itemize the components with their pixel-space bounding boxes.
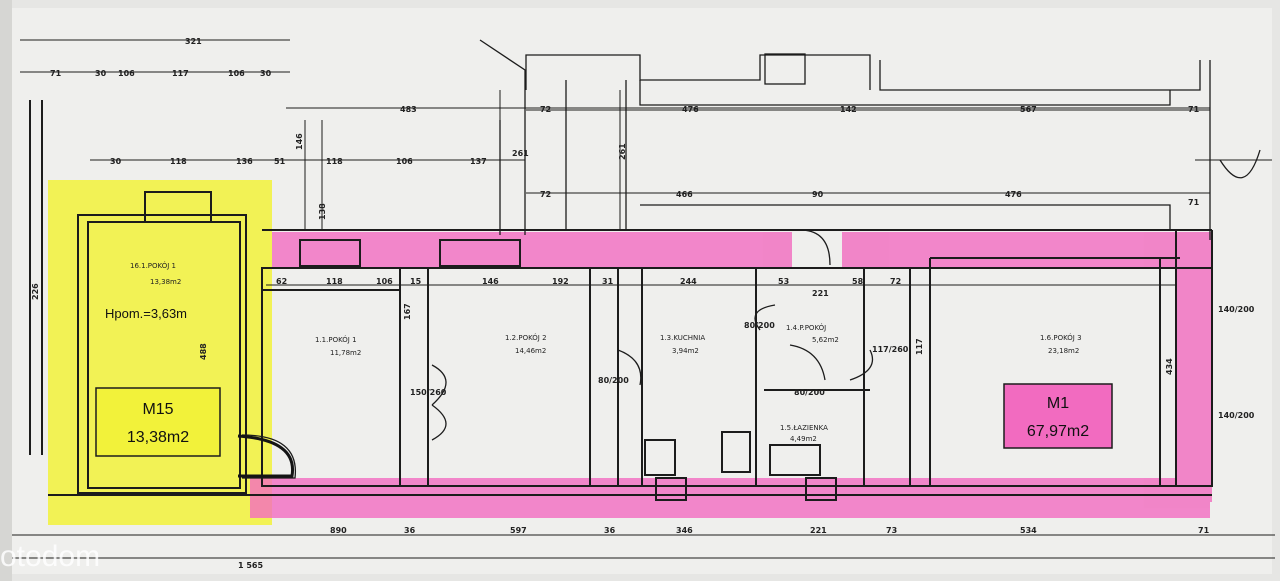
- unit-box-m15: M15 13,38m2: [95, 387, 221, 457]
- unit-title: M1: [1047, 395, 1069, 412]
- dim-label: 30: [110, 157, 122, 166]
- dim-label: 58: [852, 277, 864, 286]
- unit-area: 13,38m2: [127, 429, 189, 446]
- dim-label: 261: [618, 143, 627, 160]
- dim-label: 434: [1165, 358, 1174, 375]
- dim-label: 226: [31, 283, 40, 300]
- room-area: 11,78m2: [330, 349, 361, 357]
- dim-label: 80/200: [794, 388, 825, 397]
- dim-label: 567: [1020, 105, 1037, 114]
- door-arc-m15: [237, 434, 295, 478]
- dim-label: 36: [404, 526, 416, 535]
- room-area: 4,49m2: [790, 435, 817, 443]
- dim-label: 167: [403, 303, 412, 320]
- dim-label: 30: [95, 69, 107, 78]
- unit-title: M15: [142, 401, 173, 418]
- room-label: 1.3.KUCHNIA: [660, 334, 705, 342]
- paper-shadow-left: [0, 0, 12, 581]
- dim-label: 140/200: [1218, 305, 1255, 314]
- dim-label: 118: [170, 157, 187, 166]
- room-label: 1.6.POKÓJ 3: [1040, 333, 1082, 342]
- dim-label: 71: [50, 69, 62, 78]
- dim-label: 117: [915, 338, 924, 355]
- dim-label: 106: [376, 277, 393, 286]
- door-swings: [241, 229, 874, 479]
- room-label: 1.2.POKÓJ 2: [505, 333, 547, 342]
- dim-label: 140/200: [1218, 411, 1255, 420]
- dim-label: 476: [682, 105, 699, 114]
- dim-label: 244: [680, 277, 697, 286]
- dimension-lines: [12, 39, 1275, 559]
- dim-label: 80/200: [744, 321, 775, 330]
- dim-label: 466: [676, 190, 693, 199]
- dim-label: 346: [676, 526, 693, 535]
- dim-label: 136: [236, 157, 253, 166]
- dim-label: 1 565: [238, 561, 263, 570]
- room-area: 5,62m2: [812, 336, 839, 344]
- yellow-highlight-m15: [48, 180, 272, 525]
- room-label: 16.1.POKÓJ 1: [130, 261, 176, 270]
- dim-label: 261: [512, 149, 529, 158]
- room-label: 1.1.POKÓJ 1: [315, 335, 357, 344]
- room-area: 13,38m2: [150, 278, 181, 286]
- dim-label: 534: [1020, 526, 1037, 535]
- unit-area: 67,97m2: [1027, 423, 1089, 440]
- dim-label: 192: [552, 277, 569, 286]
- room-labels: 16.1.POKÓJ 1 13,38m2 1.1.POKÓJ 1 11,78m2…: [105, 261, 1082, 443]
- dim-label: 142: [840, 105, 857, 114]
- walls: [29, 100, 1213, 501]
- dim-label: 890: [330, 526, 347, 535]
- dim-label: 146: [295, 133, 304, 150]
- dim-label: 118: [326, 157, 343, 166]
- dim-label: 488: [199, 343, 208, 360]
- dim-label: 71: [1188, 105, 1200, 114]
- dimension-labels: 321 71 30 106 117 106 30 483 72 476 142 …: [31, 37, 1255, 570]
- dim-label: 117: [172, 69, 189, 78]
- dim-label: 53: [778, 277, 789, 286]
- dim-label: 36: [604, 526, 616, 535]
- dim-label: 51: [274, 157, 286, 166]
- room-label: 1.4.P.POKÓJ: [786, 323, 826, 332]
- dim-label: 72: [890, 277, 901, 286]
- dim-label: 31: [602, 277, 614, 286]
- dim-label: 71: [1198, 526, 1210, 535]
- dim-label: 106: [118, 69, 135, 78]
- room-area: 14,46m2: [515, 347, 546, 355]
- dim-label: 150/260: [410, 388, 447, 397]
- dim-label: 72: [540, 190, 551, 199]
- dim-label: 137: [470, 157, 487, 166]
- dim-label: 15: [410, 277, 422, 286]
- room-height: Hpom.=3,63m: [105, 306, 187, 321]
- room-label: 1.5.ŁAZIENKA: [780, 424, 828, 432]
- room-area: 23,18m2: [1048, 347, 1079, 355]
- dim-label: 221: [810, 526, 827, 535]
- dim-label: 118: [326, 277, 343, 286]
- dim-label: 71: [1188, 198, 1200, 207]
- dim-label: 90: [812, 190, 824, 199]
- dim-label: 146: [482, 277, 499, 286]
- dim-label: 80/200: [598, 376, 629, 385]
- dim-label: 138: [318, 203, 327, 220]
- dim-label: 72: [540, 105, 551, 114]
- dim-label: 117/260: [872, 345, 909, 354]
- dim-label: 321: [185, 37, 202, 46]
- exterior-outline: [479, 39, 1261, 240]
- unit-box-m1: M1 67,97m2: [1003, 383, 1113, 449]
- dim-label: 62: [276, 277, 287, 286]
- dim-label: 221: [812, 289, 829, 298]
- room-area: 3,94m2: [672, 347, 699, 355]
- dim-label: 73: [886, 526, 897, 535]
- dim-label: 483: [400, 105, 417, 114]
- dim-label: 106: [228, 69, 245, 78]
- watermark: otodom: [0, 540, 100, 573]
- dim-label: 476: [1005, 190, 1022, 199]
- dim-label: 106: [396, 157, 413, 166]
- dim-label: 30: [260, 69, 272, 78]
- dim-label: 597: [510, 526, 527, 535]
- pink-highlight-m1: [250, 232, 1212, 518]
